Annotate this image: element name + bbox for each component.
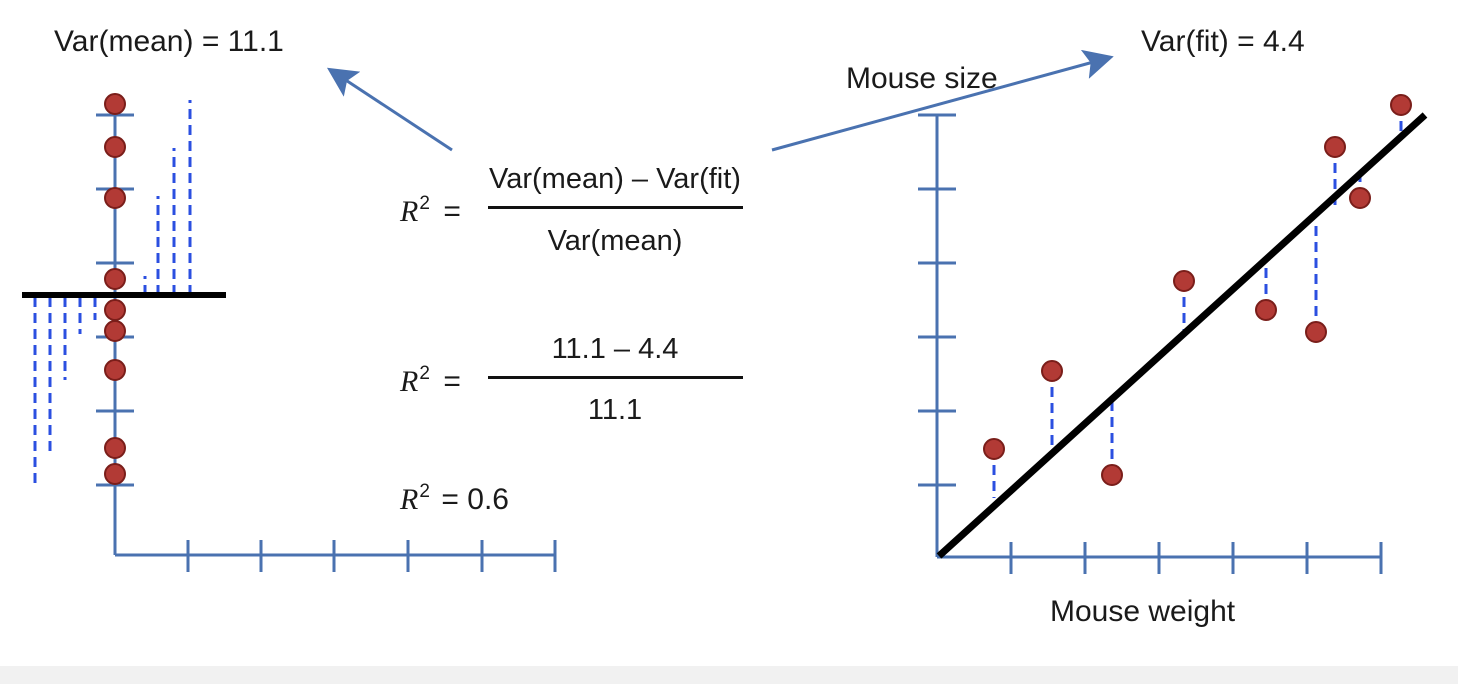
right-residuals: [992, 105, 1403, 498]
r2-exponent: 2: [419, 481, 430, 502]
right-plot: [918, 94, 1428, 574]
r2-letter: R: [400, 483, 419, 516]
eq1-equals: =: [443, 195, 461, 228]
x-axis-label: Mouse weight: [1050, 595, 1236, 628]
r2-letter: R: [400, 365, 419, 398]
left-points: [104, 93, 126, 485]
eq1-r2-symbol: R2 =: [400, 193, 461, 229]
data-point: [1255, 299, 1277, 321]
data-point: [1349, 187, 1371, 209]
y-axis-label: Mouse size: [846, 62, 998, 95]
left-residuals: [33, 100, 192, 485]
eq1-numerator: Var(mean) – Var(fit): [489, 163, 741, 195]
data-point: [104, 463, 126, 485]
fit-line: [936, 112, 1428, 559]
data-point: [104, 268, 126, 290]
data-point: [104, 93, 126, 115]
arrow-up-left-icon: [326, 67, 453, 152]
footer-band: [0, 666, 1458, 684]
data-point: [104, 187, 126, 209]
data-point: [1101, 464, 1123, 486]
right-x-axis: [937, 542, 1383, 574]
data-point: [1390, 94, 1412, 116]
eq2-equals: =: [443, 365, 461, 398]
left-x-axis: [115, 540, 557, 572]
data-point: [104, 299, 126, 321]
arrow-up-right-icon: [771, 49, 1114, 152]
r2-exponent: 2: [419, 363, 430, 384]
eq1-fraction-bar: [488, 206, 743, 209]
r2-exponent: 2: [419, 193, 430, 214]
data-point: [1173, 270, 1195, 292]
data-point: [1041, 360, 1063, 382]
data-point: [104, 437, 126, 459]
eq2-r2-symbol: R2 =: [400, 363, 461, 399]
var-fit-label: Var(fit) = 4.4: [1141, 25, 1305, 58]
eq2-denominator: 11.1: [587, 394, 643, 426]
eq3-r2-symbol: R2 = 0.6: [400, 481, 509, 517]
data-point: [983, 438, 1005, 460]
data-point: [104, 320, 126, 342]
r2-result: = 0.6: [441, 483, 509, 516]
var-mean-label: Var(mean) = 11.1: [54, 25, 284, 58]
data-point: [1324, 136, 1346, 158]
r2-letter: R: [400, 195, 419, 228]
left-plot: [22, 93, 557, 572]
data-point: [104, 136, 126, 158]
right-y-axis: [918, 113, 956, 557]
eq2-fraction-bar: [488, 376, 743, 379]
data-point: [1305, 321, 1327, 343]
eq2-numerator: 11.1 – 4.4: [551, 333, 679, 365]
arrows: [326, 49, 1114, 152]
eq1-denominator: Var(mean): [547, 225, 683, 257]
right-points: [983, 94, 1412, 486]
data-point: [104, 359, 126, 381]
